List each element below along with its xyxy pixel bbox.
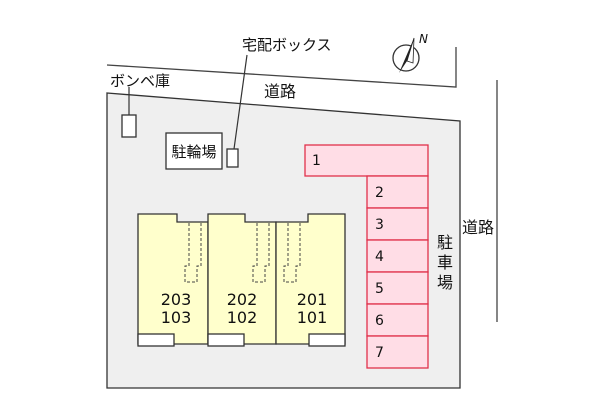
unit-number-203: 203 — [161, 290, 192, 309]
parking-slot-number: 4 — [375, 249, 384, 265]
parking-slot-4 — [366, 239, 429, 273]
unit-number-101: 101 — [297, 308, 328, 327]
unit-number-201: 201 — [297, 290, 328, 309]
north-label: N — [419, 32, 428, 46]
parking-label-char: 場 — [437, 273, 453, 292]
entrance-middle — [207, 333, 245, 347]
parking-slot-number: 2 — [375, 185, 384, 201]
top-road-edge — [106, 47, 457, 88]
parking-slot-3 — [366, 207, 429, 241]
gas-cylinder-label: ボンベ庫 — [110, 72, 170, 90]
parking-slot-number: 3 — [375, 217, 384, 233]
entrance-right — [308, 333, 346, 347]
parking-label-char: 駐 — [437, 233, 453, 252]
parking-slot-2 — [366, 175, 429, 209]
bicycle-parking-label: 駐輪場 — [171, 143, 216, 161]
gas-cylinder-storage — [121, 114, 137, 138]
parking-slot-number: 1 — [312, 153, 321, 169]
building-unit-right — [275, 213, 346, 345]
road-top-label: 道路 — [264, 82, 296, 101]
building-block: 203 103 202 102 201 101 — [137, 213, 346, 347]
parking-slot-6 — [366, 303, 429, 337]
parking-slot-7 — [366, 335, 429, 369]
unit-number-202: 202 — [227, 290, 258, 309]
parking-slot-1 — [304, 144, 429, 177]
delivery-box-label: 宅配ボックス — [242, 36, 332, 54]
parking-area — [304, 144, 429, 369]
road-right-label: 道路 — [462, 218, 494, 237]
parking-slot-number: 6 — [375, 313, 384, 329]
unit-number-102: 102 — [227, 308, 258, 327]
parking-slot-numbers: 1 2 3 4 5 6 7 — [312, 153, 384, 361]
parking-slot-number: 5 — [375, 281, 384, 297]
delivery-box — [226, 148, 239, 168]
parking-label-char: 車 — [437, 253, 453, 272]
bicycle-parking — [165, 132, 223, 170]
north-arrow-icon: N — [392, 32, 428, 73]
delivery-box-leader — [233, 54, 248, 150]
entrance-left — [137, 333, 175, 347]
parking-label: 駐 車 場 — [437, 233, 453, 292]
parking-slot-number: 7 — [375, 345, 384, 361]
unit-number-103: 103 — [161, 308, 192, 327]
